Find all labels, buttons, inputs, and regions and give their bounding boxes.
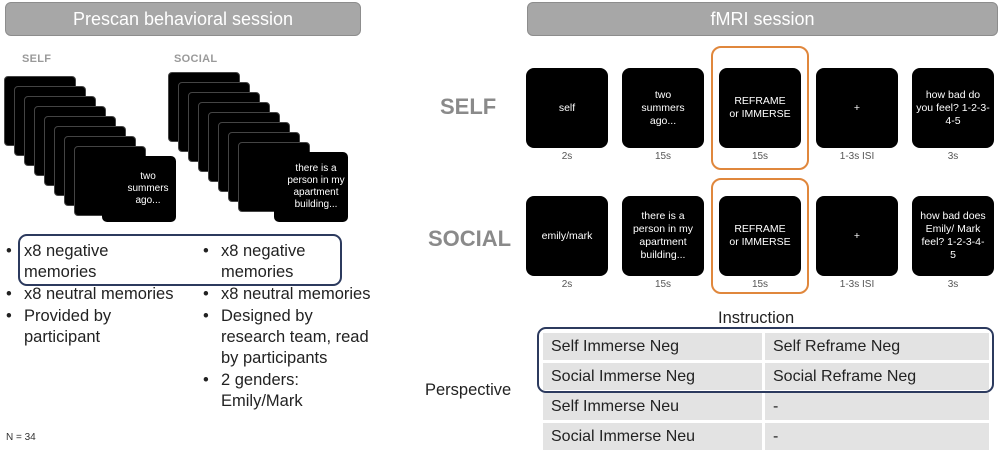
trial-duration: 15s <box>751 151 769 162</box>
social-row-label: SOCIAL <box>428 226 512 251</box>
trial-text: REFRAME or IMMERSE <box>729 95 791 120</box>
sample-size-note: N = 34 <box>6 432 36 443</box>
list-item: x8 negative memories <box>199 241 371 283</box>
social-bullet-list: x8 negative memories x8 neutral memories… <box>199 241 371 413</box>
table-cell: Self Reframe Neg <box>765 333 989 360</box>
list-item: Provided by participant <box>2 306 182 348</box>
trial-text: REFRAME or IMMERSE <box>729 223 791 248</box>
table-cell: Social Immerse Neu <box>543 423 762 450</box>
self-memory-card: two summers ago... <box>102 156 176 222</box>
fmri-session-header: fMRI session <box>527 2 998 36</box>
trial-duration: 1-3s ISI <box>839 279 875 290</box>
trial-text: there is a person in my apartment buildi… <box>632 210 694 261</box>
trial-fixation-box: + <box>816 196 898 276</box>
list-item: x8 negative memories <box>2 241 182 283</box>
trial-duration: 2s <box>561 151 573 162</box>
trial-duration: 2s <box>561 279 573 290</box>
trial-duration: 1-3s ISI <box>839 151 875 162</box>
trial-duration: 15s <box>654 279 672 290</box>
instruction-axis-label: Instruction <box>718 309 795 327</box>
negative-conditions-highlight <box>537 327 994 393</box>
trial-duration: 15s <box>654 151 672 162</box>
table-cell: Social Immerse Neg <box>543 363 762 390</box>
trial-instruction-box: REFRAME or IMMERSE <box>719 68 801 148</box>
perspective-axis-label: Perspective <box>425 381 512 399</box>
trial-text: + <box>853 101 861 114</box>
trial-cue-box: emily/mark <box>526 196 608 276</box>
trial-memory-box: there is a person in my apartment buildi… <box>622 196 704 276</box>
trial-duration: 15s <box>751 279 769 290</box>
table-cell: - <box>765 423 989 450</box>
trial-rating-box: how bad does Emily/ Mark feel? 1-2-3-4-5 <box>912 196 994 276</box>
social-group-label: SOCIAL <box>174 53 218 65</box>
trial-rating-box: how bad do you feel? 1-2-3-4-5 <box>912 68 994 148</box>
trial-memory-box: two summers ago... <box>622 68 704 148</box>
table-cell: Self Immerse Neg <box>543 333 762 360</box>
table-cell: - <box>765 393 989 420</box>
instruction-highlight-self <box>711 46 809 170</box>
trial-text: emily/mark <box>541 229 593 242</box>
self-memory-card-text: two summers ago... <box>127 171 169 206</box>
trial-text: how bad do you feel? 1-2-3-4-5 <box>916 88 990 127</box>
list-item: x8 neutral memories <box>199 284 371 305</box>
trial-text: how bad does Emily/ Mark feel? 1-2-3-4-5 <box>920 210 986 261</box>
self-row-label: SELF <box>440 94 497 119</box>
trial-duration: 3s <box>947 151 959 162</box>
instruction-highlight-social <box>711 178 809 294</box>
prescan-session-header: Prescan behavioral session <box>5 2 361 36</box>
trial-instruction-box: REFRAME or IMMERSE <box>719 196 801 276</box>
trial-cue-box: self <box>526 68 608 148</box>
self-bullet-list: x8 negative memories x8 neutral memories… <box>2 241 182 349</box>
trial-text: self <box>558 101 576 114</box>
trial-text: two summers ago... <box>641 88 685 127</box>
list-item: x8 neutral memories <box>2 284 182 305</box>
list-item: Designed by research team, read by parti… <box>199 306 371 369</box>
list-item: 2 genders: Emily/Mark <box>199 370 371 412</box>
table-cell: Social Reframe Neg <box>765 363 989 390</box>
social-memory-card: there is a person in my apartment buildi… <box>274 152 348 222</box>
social-memory-card-text: there is a person in my apartment buildi… <box>287 163 345 210</box>
trial-duration: 3s <box>947 279 959 290</box>
trial-fixation-box: + <box>816 68 898 148</box>
self-group-label: SELF <box>22 53 52 65</box>
table-cell: Self Immerse Neu <box>543 393 762 420</box>
trial-text: + <box>853 229 861 242</box>
